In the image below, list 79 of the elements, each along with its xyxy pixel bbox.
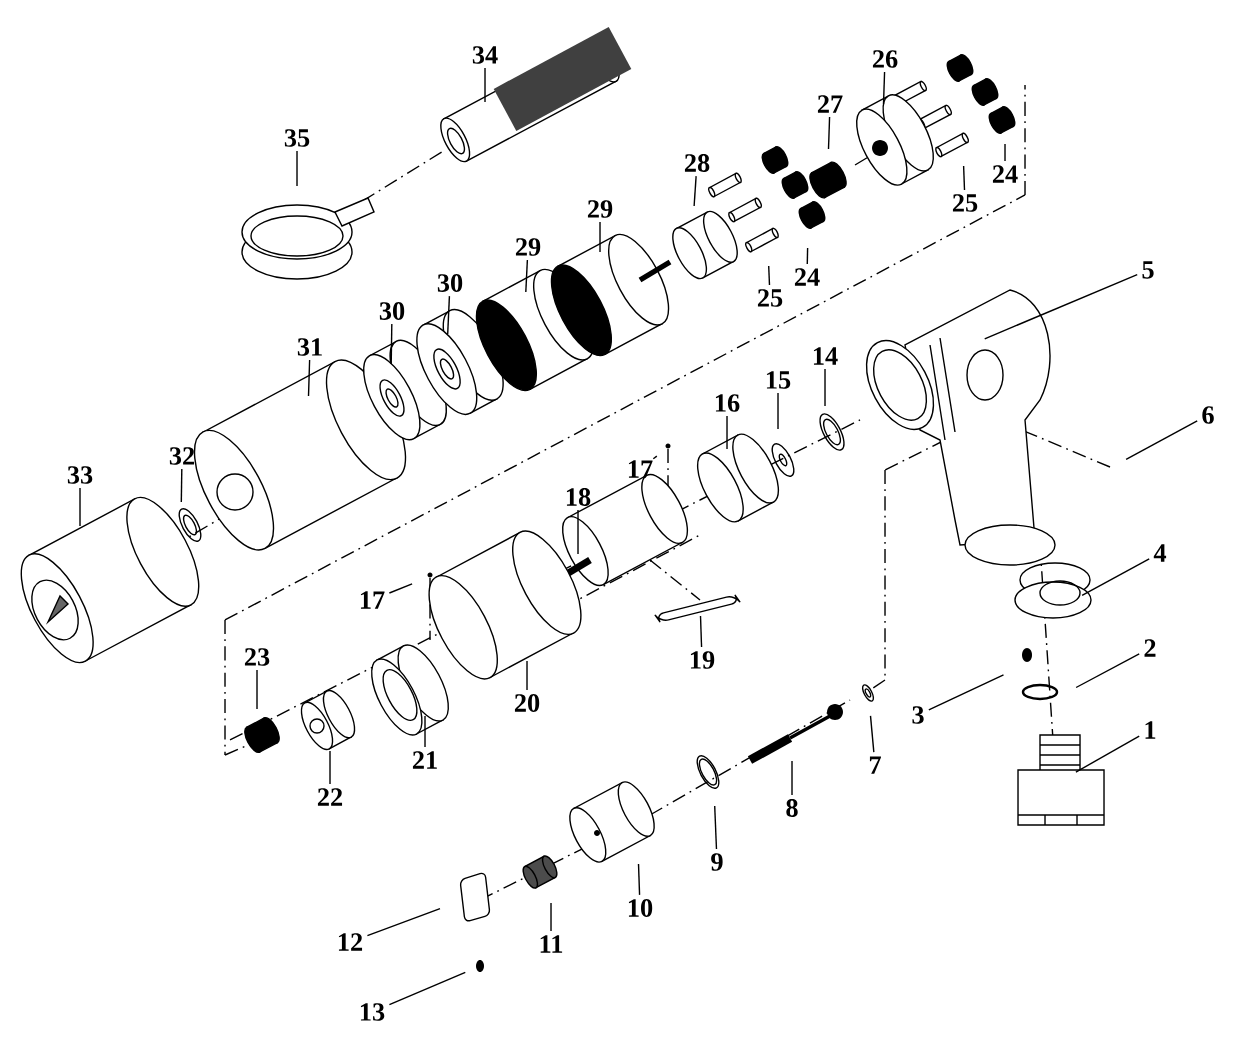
leader-line bbox=[388, 583, 413, 594]
leader-line bbox=[79, 487, 81, 527]
callout-number: 30 bbox=[437, 274, 463, 292]
callout-number: 8 bbox=[786, 799, 798, 817]
callout-number: 6 bbox=[1202, 406, 1214, 424]
callout-number: 32 bbox=[169, 447, 195, 465]
leader-line bbox=[550, 902, 552, 932]
callout-number: 3 bbox=[912, 706, 924, 724]
leader-line bbox=[768, 265, 771, 286]
callout-number: 28 bbox=[684, 154, 710, 172]
callout-number: 31 bbox=[297, 338, 322, 356]
leader-line bbox=[652, 455, 658, 460]
leader-line bbox=[882, 71, 886, 105]
leader-line bbox=[928, 674, 1005, 711]
leader-line bbox=[827, 116, 831, 150]
callout-number: 25 bbox=[757, 289, 783, 307]
leader-line bbox=[962, 165, 966, 191]
leader-line bbox=[637, 863, 641, 896]
callout-number: 17 bbox=[628, 460, 653, 478]
callout-number: 2 bbox=[1144, 639, 1156, 657]
callout-number: 13 bbox=[360, 1003, 385, 1021]
leader-line bbox=[1075, 735, 1140, 773]
leader-line bbox=[791, 760, 793, 796]
leader-line bbox=[869, 715, 875, 753]
callout-number: 25 bbox=[952, 194, 978, 212]
callout-number: 12 bbox=[338, 933, 363, 951]
callout-number: 16 bbox=[715, 394, 740, 412]
leader-line bbox=[526, 660, 528, 691]
leader-line bbox=[599, 221, 601, 253]
callout-number: 9 bbox=[711, 853, 723, 871]
leader-line bbox=[366, 907, 441, 937]
callout-number: 14 bbox=[813, 347, 838, 365]
callout-number: 21 bbox=[412, 751, 437, 769]
callout-number: 26 bbox=[872, 50, 898, 68]
callout-number: 11 bbox=[540, 935, 563, 953]
leader-line bbox=[824, 368, 826, 407]
leader-line bbox=[525, 259, 529, 293]
leader-line bbox=[1075, 653, 1140, 689]
callout-number: 7 bbox=[869, 756, 881, 774]
leader-line bbox=[307, 359, 311, 397]
callout-number: 34 bbox=[472, 46, 498, 64]
callout-number: 24 bbox=[794, 268, 820, 286]
leader-line bbox=[388, 971, 466, 1006]
leader-line bbox=[1004, 143, 1006, 162]
leader-line bbox=[984, 273, 1138, 340]
callout-number: 35 bbox=[284, 129, 310, 147]
callout-number: 20 bbox=[514, 694, 540, 712]
leader-line bbox=[390, 323, 393, 365]
callout-number: 30 bbox=[379, 302, 405, 320]
callout-number: 4 bbox=[1153, 544, 1167, 562]
callout-number: 15 bbox=[766, 371, 791, 389]
callout-number: 18 bbox=[566, 488, 591, 506]
leader-line bbox=[693, 175, 697, 207]
callout-number: 22 bbox=[317, 788, 343, 806]
leader-line bbox=[714, 805, 718, 850]
callout-number: 10 bbox=[628, 899, 653, 917]
callout-number: 17 bbox=[360, 591, 385, 609]
leader-line bbox=[296, 150, 298, 187]
leader-line bbox=[180, 468, 183, 503]
callout-number: 24 bbox=[992, 165, 1018, 183]
leader-line bbox=[329, 750, 331, 785]
callout-number: 23 bbox=[244, 648, 270, 666]
leader-line bbox=[699, 615, 703, 648]
callout-number: 27 bbox=[817, 95, 843, 113]
callout-number: 29 bbox=[587, 200, 613, 218]
leader-line bbox=[777, 392, 779, 430]
callout-number: 1 bbox=[1145, 721, 1156, 739]
leader-line bbox=[726, 415, 728, 450]
leader-line bbox=[484, 67, 486, 103]
leader-line bbox=[424, 715, 426, 748]
leader-line bbox=[1081, 558, 1150, 597]
leader-line bbox=[256, 669, 258, 710]
callout-number: 29 bbox=[515, 238, 541, 256]
leader-line bbox=[447, 295, 451, 335]
leader-line bbox=[1125, 420, 1198, 461]
callout-number: 5 bbox=[1142, 261, 1154, 279]
callout-number: 19 bbox=[690, 651, 715, 669]
leader-line bbox=[806, 247, 809, 265]
callout-number: 33 bbox=[67, 466, 93, 484]
